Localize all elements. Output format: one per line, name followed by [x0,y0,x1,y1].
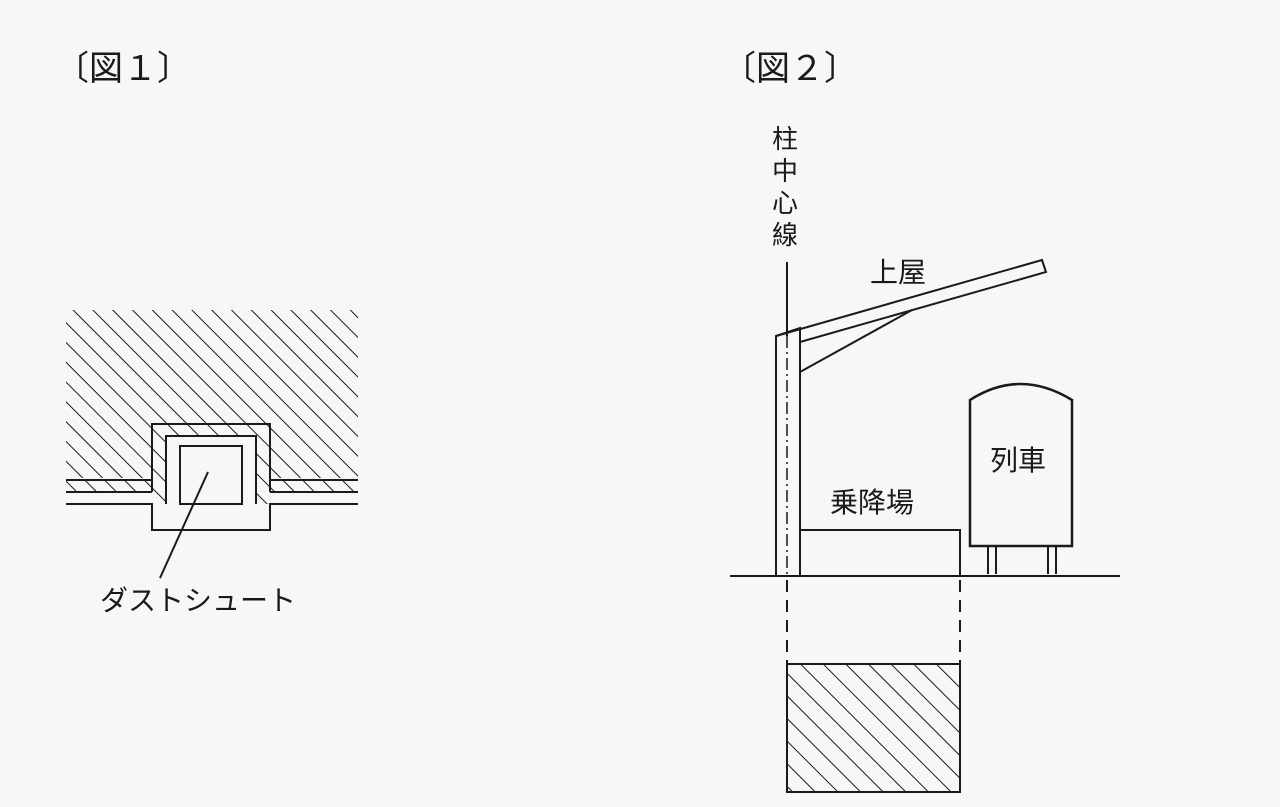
figure-2-title: 〔図２〕 [722,49,858,89]
train-leg-right [1047,546,1057,574]
notch-outline [151,423,271,492]
platform [800,529,961,576]
chute-frame-hatched [152,424,270,504]
train-label: 列車 [990,444,1046,477]
leader-line [159,471,209,579]
platform-label: 乗降場 [830,486,914,519]
roof-label: 上屋 [870,256,926,289]
dust-chute-label: ダストシュート [100,584,296,617]
column [775,326,801,576]
figure-1: 〔図１〕 ダストシュート [55,49,358,617]
dust-chute-square [179,445,243,505]
column-center-line-char-3: 心 [772,189,798,219]
wall-hatched-area [66,310,358,478]
figure-2: 〔図２〕 柱 中 心 線 上屋 乗降場 列車 [722,49,1120,793]
train-body [968,382,1074,548]
floor-outline [66,503,358,531]
wall-strip-left [66,480,152,492]
column-center-line-char-4: 線 [772,221,798,251]
figure-1-title: 〔図１〕 [55,49,191,89]
roof [775,258,1048,343]
column-center-line-char-1: 柱 [772,125,798,155]
notch-inner-outline [165,435,257,504]
roof-brace [799,309,913,373]
platform-plan-hatched-area [786,663,961,793]
wall-strip-right [270,480,358,492]
column-center-line-char-2: 中 [772,157,798,187]
train-leg-left [987,546,997,574]
